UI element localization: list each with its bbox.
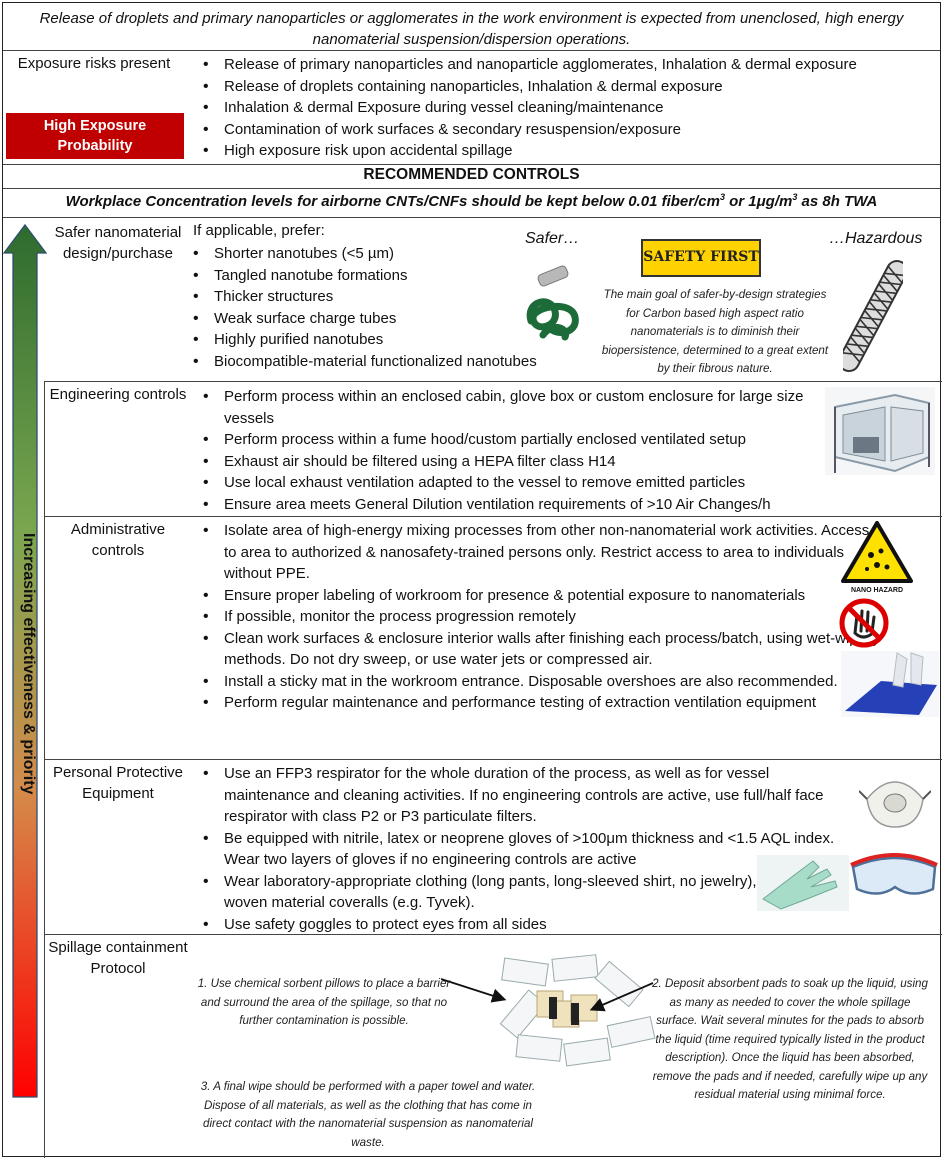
safer-design-item: Tangled nanotube formations: [183, 265, 603, 287]
badge-line-2: Probability: [57, 138, 133, 154]
engineering-control-item: Exhaust air should be filtered using a H…: [193, 451, 818, 473]
safer-design-item: Shorter nanotubes (<5 µm): [183, 243, 603, 265]
ppe-item: Use an FFP3 respirator for the whole dur…: [193, 763, 848, 828]
engineering-control-item: Perform process within an enclosed cabin…: [193, 386, 818, 429]
spillage-step-1: 1. Use chemical sorbent pillows to place…: [197, 977, 451, 1027]
administrative-label: Administrative controls: [70, 521, 166, 559]
administrative-control-item: Isolate area of high-energy mixing proce…: [193, 520, 883, 585]
administrative-control-item: Perform regular maintenance and performa…: [193, 692, 883, 714]
ppe-label: Personal Protective Equipment: [52, 764, 184, 802]
tangled-nanotube-icon: [526, 298, 579, 341]
nano-hazard-label: NANO HAZARD: [851, 587, 903, 594]
safer-design-item: Thicker structures: [183, 286, 603, 308]
exposure-risk-item: High exposure risk upon accidental spill…: [193, 140, 938, 162]
exposure-risk-item: Release of primary nanoparticles and nan…: [193, 54, 938, 76]
badge-line-1: High Exposure: [43, 118, 147, 134]
administrative-control-item: If possible, monitor the process progres…: [193, 606, 883, 628]
ppe-list: Use an FFP3 respirator for the whole dur…: [193, 763, 848, 935]
superscript: 3: [719, 192, 725, 202]
administrative-control-item: Install a sticky mat in the workroom ent…: [193, 671, 883, 693]
spillage-step-2: 2. Deposit absorbent pads to soak up the…: [652, 977, 928, 1101]
sorbent-pillows-icon: [441, 954, 656, 1067]
arrow-label: Increasing effectiveness & priority: [20, 533, 37, 795]
long-nanotube-icon: [843, 259, 903, 373]
administrative-controls-list: Isolate area of high-energy mixing proce…: [193, 520, 883, 714]
exposure-risk-list: Release of primary nanoparticles and nan…: [193, 54, 938, 162]
sticky-mat-icon: [841, 651, 939, 717]
enclosure-cabin-icon: [825, 387, 935, 475]
divider: [44, 759, 942, 760]
safer-heading: Safer…: [525, 230, 580, 247]
high-exposure-badge: High Exposure Probability: [6, 113, 184, 159]
engineering-control-item: Ensure area meets General Dilution venti…: [193, 494, 818, 516]
concentration-text: as 8h TWA: [797, 193, 878, 210]
safer-design-item: Biocompatible-material functionalized na…: [183, 351, 603, 373]
administrative-control-item: Clean work surfaces & enclosure interior…: [193, 628, 883, 671]
ppe-item: Be equipped with nitrile, latex or neopr…: [193, 828, 848, 871]
gloves-icon: [757, 855, 849, 911]
superscript: 3: [792, 192, 798, 202]
recommended-controls-title: RECOMMENDED CONTROLS: [363, 166, 580, 183]
safety-goggles-icon: [850, 853, 938, 895]
exposure-risk-item: Contamination of work surfaces & seconda…: [193, 119, 938, 141]
spillage-label: Spillage containment Protocol: [48, 939, 188, 977]
engineering-control-item: Use local exhaust ventilation adapted to…: [193, 472, 818, 494]
engineering-control-item: Perform process within a fume hood/custo…: [193, 429, 818, 451]
safer-design-item: Weak surface charge tubes: [183, 308, 603, 330]
ppe-item: Wear laboratory-appropriate clothing (lo…: [193, 871, 848, 914]
exposure-label: Exposure risks present: [17, 55, 171, 72]
safer-intro: If applicable, prefer:: [193, 222, 325, 239]
safety-first-sign: SAFETY FIRST: [641, 239, 761, 277]
respirator-icon: [859, 781, 931, 828]
divider: [44, 934, 942, 935]
hazardous-heading: …Hazardous: [829, 230, 923, 247]
concentration-limit: Workplace Concentration levels for airbo…: [3, 192, 940, 210]
no-touch-icon: [839, 598, 889, 648]
exposure-risk-item: Release of droplets containing nanoparti…: [193, 76, 938, 98]
administrative-control-item: Ensure proper labeling of workroom for p…: [193, 585, 883, 607]
divider: [44, 516, 942, 517]
engineering-label: Engineering controls: [49, 386, 187, 403]
spillage-step-3: 3. A final wipe should be performed with…: [200, 1080, 536, 1149]
safer-design-note: The main goal of safer-by-design strateg…: [601, 288, 829, 375]
short-nanotube-icon: [537, 265, 569, 287]
intro-text: Release of droplets and primary nanopart…: [39, 10, 904, 48]
safer-design-list: Shorter nanotubes (<5 µm)Tangled nanotub…: [183, 243, 603, 372]
divider: [44, 381, 942, 382]
divider: [44, 381, 45, 1158]
exposure-risk-item: Inhalation & dermal Exposure during vess…: [193, 97, 938, 119]
divider: [3, 217, 940, 218]
divider: [3, 50, 940, 51]
ppe-item: Use safety goggles to protect eyes from …: [193, 914, 848, 936]
nano-hazard-sign: NANO HAZARD: [841, 521, 913, 594]
effectiveness-arrow: [3, 223, 47, 1098]
concentration-text: Workplace Concentration levels for airbo…: [65, 193, 720, 210]
safer-design-label: Safer nanomaterial design/purchase: [54, 224, 182, 262]
safer-design-item: Highly purified nanotubes: [183, 329, 603, 351]
arrow-label-box: Increasing effectiveness & priority: [15, 533, 37, 813]
concentration-text: or 1μg/m: [724, 193, 793, 210]
divider: [3, 164, 940, 165]
divider: [3, 188, 940, 189]
engineering-controls-list: Perform process within an enclosed cabin…: [193, 386, 818, 515]
